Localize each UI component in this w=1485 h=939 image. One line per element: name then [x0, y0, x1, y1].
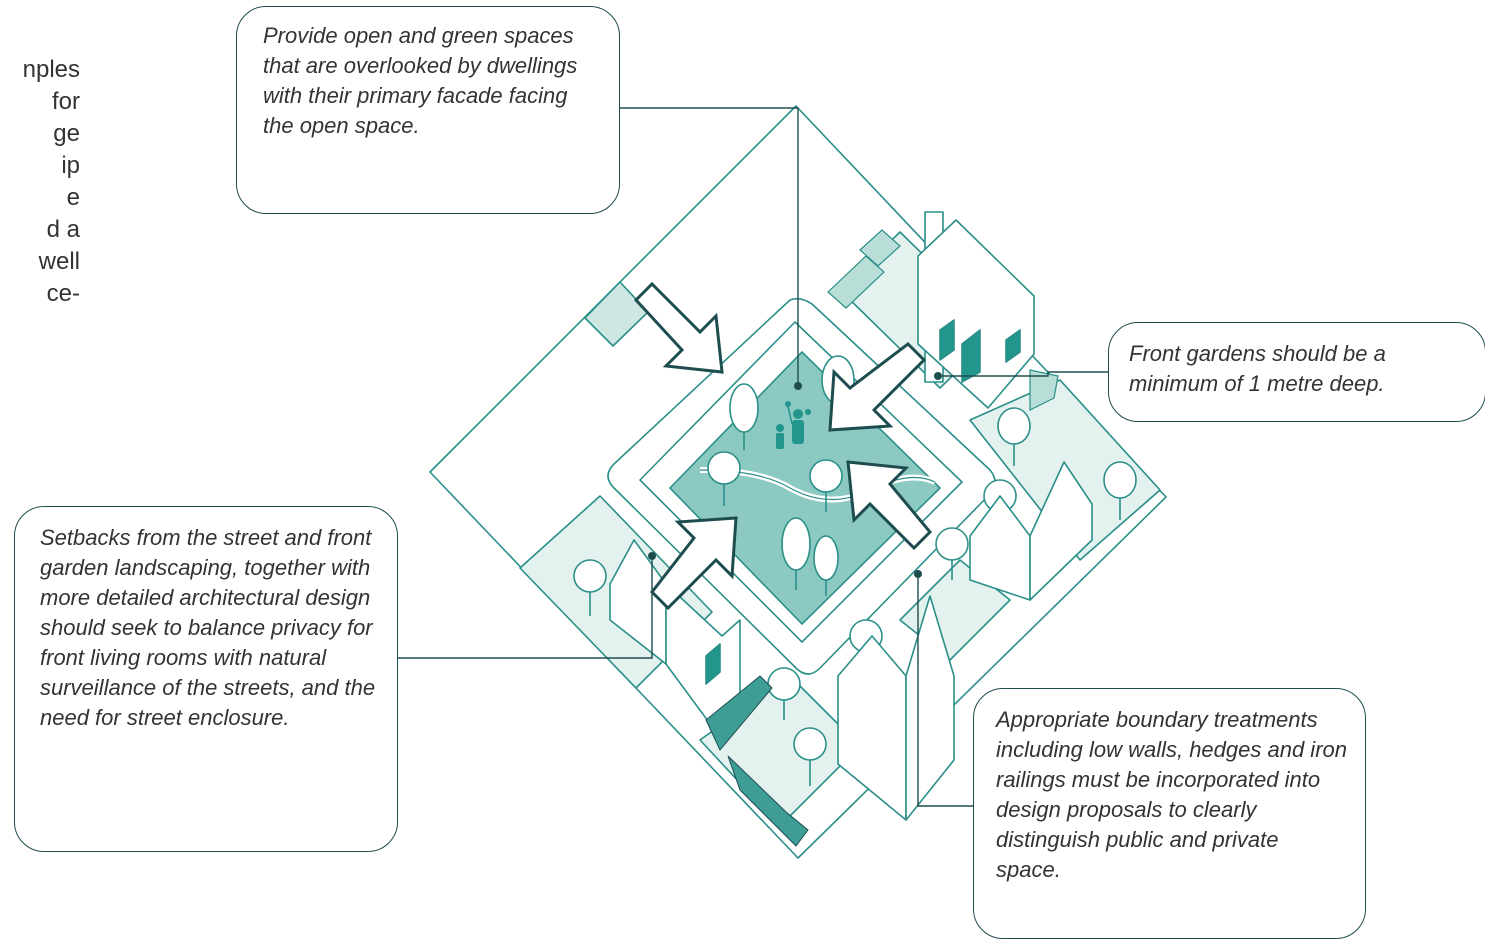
hedge — [705, 675, 773, 751]
leader-line — [917, 574, 973, 807]
tree-icon — [997, 407, 1031, 466]
arrow-icon — [828, 342, 927, 432]
parking-bay — [859, 229, 901, 267]
parking-bay — [827, 255, 885, 309]
house-icon — [969, 461, 1093, 601]
road-ring-inner — [639, 321, 963, 643]
leader-line — [398, 556, 653, 659]
callout-boundary-treatments: Appropriate boundary treatments includin… — [973, 688, 1366, 939]
cut-text-line: d a — [46, 216, 80, 243]
callout-text: Setbacks from the street and front garde… — [40, 525, 376, 730]
hedge — [727, 755, 809, 847]
leader-dot — [934, 372, 942, 380]
callout-front-gardens: Front gardens should be a minimum of 1 m… — [1108, 322, 1485, 422]
leader-dot — [914, 570, 922, 578]
arrow-icon — [633, 281, 724, 374]
cut-text-line: ge — [53, 120, 80, 147]
house-icon — [917, 211, 1035, 409]
arrow-icon — [650, 516, 738, 611]
callout-text: Front gardens should be a minimum of 1 m… — [1129, 341, 1386, 396]
tree-icon — [809, 459, 843, 512]
leader-dot — [648, 552, 656, 560]
tree-icon — [707, 451, 741, 506]
tree-icon — [793, 727, 827, 786]
family-icon — [776, 401, 811, 449]
cut-text-line: well — [38, 248, 80, 275]
leader-dot — [794, 382, 802, 390]
cut-off-paragraph: nples for ge ip e d a well ce- — [0, 40, 80, 380]
cut-text-line: for — [51, 88, 80, 115]
cut-text-line: nples — [22, 56, 80, 83]
leader-line — [620, 107, 799, 386]
tree-icon — [781, 517, 811, 590]
tree-icon — [935, 527, 969, 580]
tree-icon — [813, 535, 839, 596]
callout-open-spaces: Provide open and green spaces that are o… — [236, 6, 620, 214]
cut-text-line: ce- — [46, 280, 80, 307]
tree-icon — [729, 383, 759, 450]
arrow-icon — [846, 460, 933, 551]
tree-icon — [1103, 461, 1137, 520]
callout-text: Appropriate boundary treatments includin… — [996, 707, 1347, 882]
house-icon — [609, 539, 741, 741]
callout-text: Provide open and green spaces that are o… — [263, 23, 578, 138]
tree-icon — [573, 559, 607, 616]
leader-line — [938, 371, 1108, 377]
cut-text-line: ip — [61, 152, 80, 179]
callout-setbacks: Setbacks from the street and front garde… — [14, 506, 398, 852]
cut-text-line: e — [66, 184, 80, 211]
